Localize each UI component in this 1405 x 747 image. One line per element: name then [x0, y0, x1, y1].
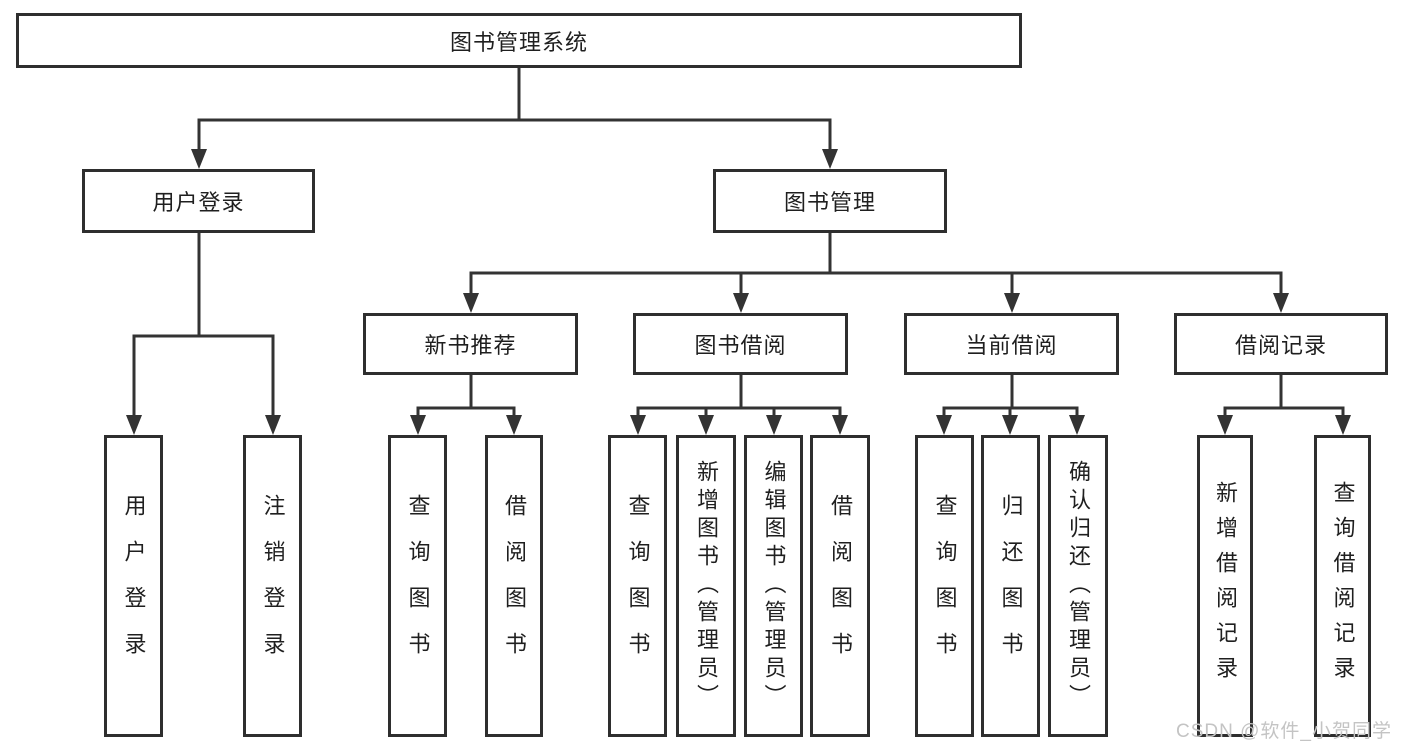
leaf-return-book: 归还图书: [981, 435, 1040, 737]
leaf-add-book-admin: 新增图书（管理员）: [676, 435, 736, 737]
watermark: CSDN @软件_小贺同学: [1176, 721, 1392, 742]
leaf-user-login: 用户登录: [104, 435, 163, 737]
arrowhead: [191, 149, 207, 169]
connector-new-book-children: [410, 373, 522, 435]
arrowhead: [1069, 415, 1085, 435]
connector-current-borrow-children: [936, 373, 1085, 435]
node-library-system: 图书管理系统: [16, 13, 1022, 68]
node-new-book-recommend: 新书推荐: [363, 313, 578, 375]
arrowhead: [1217, 415, 1233, 435]
connector-book-borrow-children: [630, 373, 848, 435]
arrowhead: [265, 415, 281, 435]
arrowhead: [936, 415, 952, 435]
arrowhead: [1002, 415, 1018, 435]
leaf-borrow-books: 借阅图书: [810, 435, 870, 737]
node-book-management: 图书管理: [713, 169, 947, 233]
leaf-query-books-recommend: 查询图书: [388, 435, 447, 737]
leaf-query-books-borrow: 查询图书: [608, 435, 667, 737]
leaf-borrow-books-recommend: 借阅图书: [485, 435, 543, 737]
leaf-query-borrow-record: 查询借阅记录: [1314, 435, 1371, 737]
arrowhead: [506, 415, 522, 435]
leaf-add-borrow-record: 新增借阅记录: [1197, 435, 1253, 737]
leaf-query-books-current: 查询图书: [915, 435, 974, 737]
arrowhead: [630, 415, 646, 435]
arrowhead: [822, 149, 838, 169]
arrowhead: [733, 293, 749, 313]
leaf-confirm-return-admin: 确认归还（管理员）: [1048, 435, 1108, 737]
arrowhead: [698, 415, 714, 435]
leaf-logout: 注销登录: [243, 435, 302, 737]
arrowhead: [1335, 415, 1351, 435]
connector-user-login-children: [126, 231, 281, 435]
connector-borrow-records-children: [1217, 373, 1351, 435]
node-current-borrow: 当前借阅: [904, 313, 1119, 375]
arrowhead: [766, 415, 782, 435]
connector-root-to-level2: [191, 64, 838, 169]
node-borrow-records: 借阅记录: [1174, 313, 1388, 375]
arrowhead: [410, 415, 426, 435]
arrowhead: [463, 293, 479, 313]
arrowhead: [1273, 293, 1289, 313]
arrowhead: [832, 415, 848, 435]
node-book-borrow: 图书借阅: [633, 313, 848, 375]
arrowhead: [126, 415, 142, 435]
leaf-edit-book-admin: 编辑图书（管理员）: [744, 435, 803, 737]
node-user-login: 用户登录: [82, 169, 315, 233]
arrowhead: [1004, 293, 1020, 313]
connector-book-mgmt-to-level3: [463, 231, 1289, 313]
